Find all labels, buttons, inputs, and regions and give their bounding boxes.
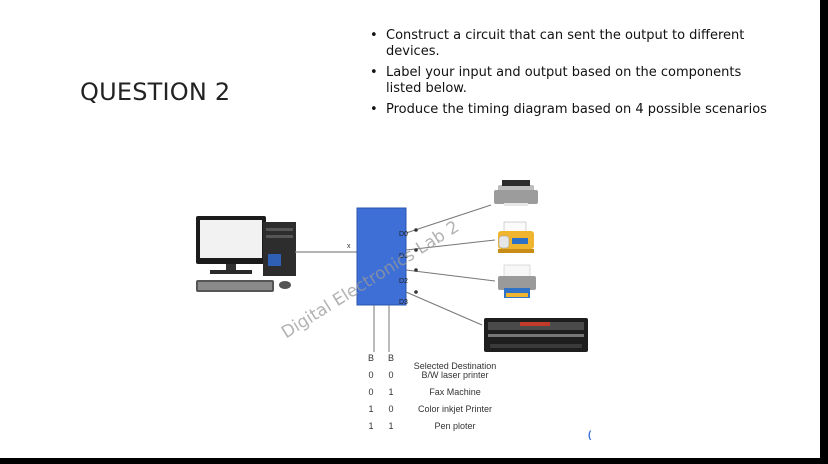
fax-icon [498, 221, 534, 253]
table-header-cell: Selected Destination [413, 361, 497, 371]
table-cell: 0 [388, 370, 394, 380]
inkjet-printer-icon [498, 264, 536, 298]
input-label: x [347, 243, 351, 250]
output-label: D1 [399, 253, 408, 260]
selection-table: B B Selected Destination 0 0 B/W laser p… [366, 353, 506, 438]
table-cell: 1 [368, 404, 374, 414]
plotter-icon [484, 318, 588, 352]
demux-diagram: x D0 D1 D2 D3 [196, 180, 588, 352]
table-cell: 0 [368, 387, 374, 397]
bullet-item: Construct a circuit that can sent the ou… [370, 28, 770, 60]
slide-title: QUESTION 2 [80, 78, 231, 106]
instruction-list: Construct a circuit that can sent the ou… [370, 28, 770, 123]
table-header: B B Selected Destination [366, 353, 506, 371]
output-label: D3 [399, 299, 408, 306]
slide: QUESTION 2 Construct a circuit that can … [0, 0, 820, 458]
table-row: 0 0 B/W laser printer [366, 370, 506, 387]
table-header-cell: B [367, 353, 374, 363]
demux-block [356, 207, 407, 306]
table-row: 0 1 Fax Machine [366, 387, 506, 404]
bullet-item: Produce the timing diagram based on 4 po… [370, 102, 770, 118]
output-label: D2 [399, 278, 408, 285]
printer-icon [494, 180, 538, 206]
table-header-cell: B [387, 353, 394, 363]
text-cursor-icon: ( [588, 430, 592, 441]
table-row: 1 0 Color inkjet Printer [366, 404, 506, 421]
table-cell: 1 [368, 421, 374, 431]
table-cell: Color inkjet Printer [417, 404, 493, 414]
bullet-item: Label your input and output based on the… [370, 65, 770, 97]
output-lines [405, 204, 496, 326]
table-row: 1 1 Pen ploter [366, 421, 506, 438]
output-label: D0 [399, 231, 408, 238]
table-cell: 1 [388, 421, 394, 431]
computer-icon [196, 216, 296, 292]
table-cell: 1 [388, 387, 394, 397]
table-cell: B/W laser printer [421, 370, 489, 380]
table-cell: Pen ploter [434, 421, 476, 431]
table-cell: Fax Machine [429, 387, 481, 397]
table-cell: 0 [368, 370, 374, 380]
table-cell: 0 [388, 404, 394, 414]
